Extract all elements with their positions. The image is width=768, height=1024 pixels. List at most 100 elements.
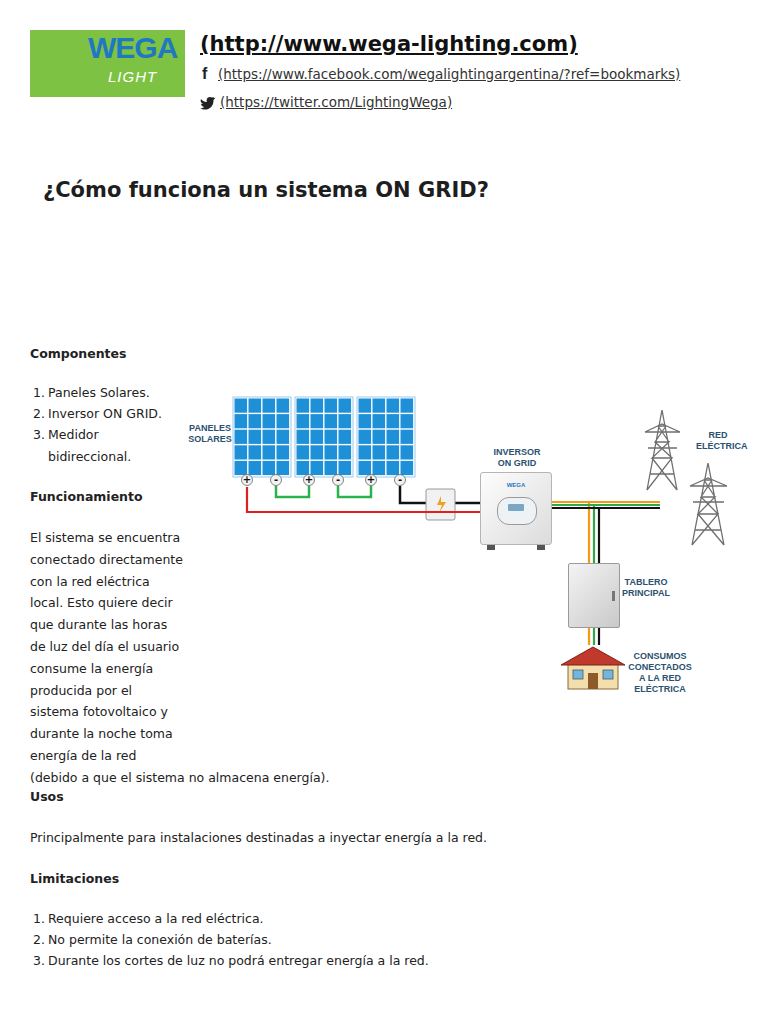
panel-cell: [263, 414, 276, 428]
panel-cell: [401, 399, 414, 413]
list-number: 1.: [30, 908, 45, 930]
panel-cell: [235, 461, 248, 475]
panel-cell: [297, 414, 310, 428]
list-number: 3.: [30, 950, 45, 972]
panel-cell: [373, 399, 386, 413]
panel-cell: [325, 430, 338, 444]
panel-cell: [387, 414, 400, 428]
wire-connector: [247, 487, 480, 512]
panel-cell: [401, 461, 414, 475]
wire-line: [247, 487, 480, 512]
panel-cell: [387, 399, 400, 413]
panel-cell: [325, 414, 338, 428]
panel-cell: [263, 399, 276, 413]
panel-cell: [249, 430, 262, 444]
panel-cell: [387, 461, 400, 475]
terminal-sign: +: [365, 473, 377, 487]
inverter-display: [497, 497, 537, 525]
logo-wordmark: WEGA: [88, 31, 177, 65]
list-item: Requiere acceso a la red eléctrica.: [48, 908, 264, 930]
wire-line: [552, 508, 599, 563]
house-drawing: [558, 645, 628, 690]
panel-cell: [297, 461, 310, 475]
node-label: PANELES SOLARES: [188, 423, 232, 445]
list-number: 2.: [30, 403, 45, 425]
panel-cell: [359, 461, 372, 475]
panel-cell: [263, 461, 276, 475]
panel-cell: [359, 414, 372, 428]
inverter-box: INVERSOR ON GRIDWEGA: [480, 472, 552, 545]
panel-cell: [339, 461, 352, 475]
house: CONSUMOS CONECTADOS A LA RED ELÉCTRICA: [558, 645, 628, 690]
panel-cell: [249, 461, 262, 475]
facebook-link: (https://www.facebook.com/wegalightingar…: [218, 64, 680, 84]
house-door: [588, 673, 598, 689]
panel-cell: [249, 445, 262, 459]
panel-cell: [339, 430, 352, 444]
panel-cell: [277, 414, 290, 428]
house-window: [573, 670, 583, 679]
panel-handle: [612, 591, 615, 601]
panel-cell: [325, 445, 338, 459]
panel-cell: [297, 445, 310, 459]
panel-cell: [359, 430, 372, 444]
section-heading: Usos: [30, 786, 64, 808]
logo-subtitle: LIGHT: [108, 68, 157, 86]
panel-cell: [277, 461, 290, 475]
page-title: ¿Cómo funciona un sistema ON GRID?: [43, 176, 489, 204]
terminals: [242, 475, 406, 486]
panel-cell: [373, 461, 386, 475]
panel-cell: [325, 399, 338, 413]
node-label: INVERSOR ON GRID: [487, 447, 547, 469]
grid-towers: RED ELÉCTRICA: [640, 408, 740, 548]
junction-box: [426, 489, 455, 520]
panel-cell: [401, 430, 414, 444]
solar-panels: [233, 397, 415, 477]
terminal-sign: -: [394, 473, 406, 487]
panel-cell: [235, 430, 248, 444]
list-number: 3.: [30, 424, 45, 446]
node-label: CONSUMOS CONECTADOS A LA RED ELÉCTRICA: [628, 651, 692, 695]
list-item: Inversor ON GRID.: [48, 403, 162, 425]
house-wall: [568, 663, 618, 689]
section-heading: Componentes: [30, 343, 127, 365]
panel-cell: [263, 430, 276, 444]
panel-cell: [235, 445, 248, 459]
list-item: No permite la conexión de baterías.: [48, 929, 272, 951]
panel-cell: [339, 445, 352, 459]
house-window: [603, 670, 613, 679]
wire-line: [552, 502, 589, 563]
panel-cell: [277, 445, 290, 459]
list-item: Medidor bidireccional.: [48, 424, 158, 468]
panel-cell: [359, 445, 372, 459]
panel-cell: [359, 399, 372, 413]
panel-cell: [401, 414, 414, 428]
wire-line: [593, 628, 595, 645]
wire-connector: [552, 502, 599, 563]
panel-cell: [311, 445, 324, 459]
panel-cell: [277, 430, 290, 444]
inverter-brand: WEGA: [481, 481, 551, 489]
panel-cell: [339, 399, 352, 413]
tower-wires: [640, 502, 660, 508]
panel-cell: [235, 399, 248, 413]
panel-cell: [339, 414, 352, 428]
terminal-sign: -: [332, 473, 344, 487]
site-link: (http://www.wega-lighting.com): [200, 30, 578, 58]
wire-line: [598, 628, 600, 645]
wire-line: [552, 505, 594, 563]
terminal-sign: +: [303, 473, 315, 487]
panel-cell: [401, 445, 414, 459]
section-heading: Limitaciones: [30, 868, 119, 890]
panel-cell: [311, 430, 324, 444]
panel-cell: [373, 430, 386, 444]
panel-cell: [325, 461, 338, 475]
wire-connector: [589, 628, 599, 645]
logo-block: [30, 30, 185, 97]
panel-cell: [263, 445, 276, 459]
panel-cell: [249, 399, 262, 413]
facebook-icon: f: [202, 64, 207, 84]
panel-cell: [387, 445, 400, 459]
wire-line: [588, 628, 590, 645]
